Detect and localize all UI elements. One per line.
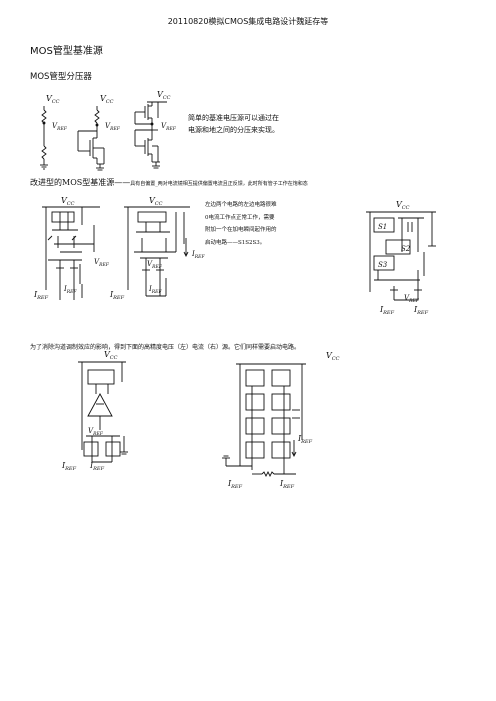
vref-label: VREF [94,258,110,268]
page-header: 20110820模拟CMOS集成电路设计魏延存等 [167,17,329,26]
resistor-divider-circuit: VCC VREF [40,94,68,170]
iref-label: IREF [279,479,295,490]
s1-label: S1 [378,223,387,231]
iref-label: IREF [148,285,162,295]
iref-label: IREF [63,285,77,295]
iref-label: IREF [33,290,49,301]
improved-title: 改进型的MOS型基准源—— [30,178,131,187]
iref-label: IREF [413,305,429,316]
high-precision-current-source: VCC IREF IREF IREF [222,351,340,490]
s3-label: S3 [378,261,388,269]
vcc-label: VCC [149,196,163,207]
divider-description: 简单的基准电压源可以通过在 电源和地之间的分压来实现。 [188,112,338,136]
divider-description-line1: 简单的基准电压源可以通过在 [188,114,279,122]
s2-label: S2 [401,245,411,253]
improved-heading: 改进型的MOS型基准源——具有自偏置_两对电流镜相互提供偏置电流且正反馈，此时所… [30,177,308,188]
iref-label: IREF [89,461,105,472]
vcc-label: VCC [61,196,75,207]
vcc-label: VCC [100,94,114,105]
improved-subtitle: 具有自偏置_两对电流镜相互提供偏置电流且正反馈，此时所有管子工作在饱和态 [130,181,308,187]
vref-label: VREF [52,122,68,132]
startup-note-line3: 附加一个在加电瞬间起作用的 [205,227,277,233]
vref-label: VREF [161,122,177,132]
startup-note-line4: 启动电路——S1S2S3。 [205,239,266,246]
vcc-label: VCC [104,350,118,361]
vcc-label: VCC [157,90,171,101]
vcc-label: VCC [396,200,410,211]
vref-label: VREF [105,122,121,132]
vref-label: VREF [88,427,104,437]
startup-note-line1: 左边两个电路的左边电路很难 [205,202,277,208]
iref-label: IREF [379,305,395,316]
iref-label: IREF [61,461,77,472]
iref-label: IREF [191,250,205,260]
vcc-label: VCC [326,351,340,362]
channel-modulation-description: 为了消除沟道调制效应的影响，得到下面的高精度电压（左）电流（右）源。它们同样需要… [30,344,301,351]
startup-note: 左边两个电路的左边电路很难 0电流工作点正常工作，需要 附加一个在加电瞬间起作用… [205,199,325,249]
resistor-nmos-divider-circuit: VCC VREF [77,94,121,171]
subsection-title: MOS管型分压器 [30,72,92,82]
divider-description-line2: 电源和地之间的分压来实现。 [188,126,279,134]
high-precision-voltage-source: VCC VREF IREF IREF [61,350,128,472]
vref-label: VREF [404,294,420,304]
startup-circuit: VCC S1 S2 S3 IREF IREF VREF [366,200,436,316]
iref-label: IREF [227,479,243,490]
iref-label: IREF [109,290,125,301]
pmos-nmos-divider-circuit: VCC VREF [134,90,177,169]
startup-note-line2: 0电流工作点正常工作，需要 [205,214,275,221]
vref-label: VREF [147,260,163,270]
self-biased-reference-circuit-b: VCC IREF IREF IREF VREF [109,196,205,301]
iref-label: IREF [297,434,313,445]
section-title: MOS管型基准源 [30,46,103,57]
self-biased-reference-circuit-a: VCC IREF IREF VREF [33,196,110,301]
vcc-label: VCC [46,94,60,105]
